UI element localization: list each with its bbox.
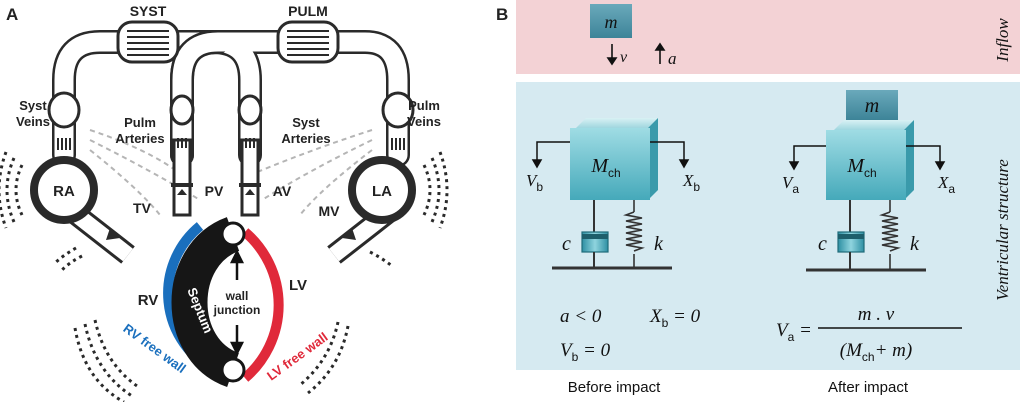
after-spring-k-label: k (910, 233, 920, 255)
syst-veins-label-1: Syst (19, 98, 47, 113)
rv-label: RV (138, 292, 159, 309)
syst-resistance (116, 20, 180, 64)
left-atrium (348, 156, 416, 224)
xb-label: Xb (682, 171, 700, 194)
vessel-tubes (52, 30, 410, 167)
pulm-arteries-label-1: Pulm (124, 115, 156, 130)
syst-label: SYST (130, 3, 167, 19)
after-m-label: m (865, 95, 879, 117)
wall-junction-label-2: junction (213, 303, 261, 317)
before-impact-caption: Before impact (568, 379, 661, 396)
pulm-label: PULM (288, 3, 328, 19)
syst-arteries-label-2: Arteries (281, 131, 330, 146)
before-spring (623, 200, 645, 268)
vessel-bulbs (47, 91, 415, 129)
after-mass-block: Mch (826, 120, 914, 200)
acceleration-symbol: a (668, 49, 677, 68)
inflow-label: Inflow (993, 18, 1012, 63)
eq-va-denominator: (Mch+ m) (840, 340, 912, 364)
before-mass-block: Mch (570, 118, 658, 200)
after-inflow-mass: m (846, 90, 898, 120)
pulm-arteries-label-2: Arteries (115, 131, 164, 146)
eq-va-lhs: Va = (776, 320, 812, 344)
eq-vb-zero: Vb = 0 (560, 340, 611, 364)
ra-label: RA (53, 183, 75, 200)
after-impact-caption: After impact (828, 379, 909, 396)
vein-hatches (57, 138, 405, 150)
inflow-velocity-arrow (606, 44, 618, 66)
xa-label: Xa (937, 173, 955, 196)
syst-arteries-label-1: Syst (292, 115, 320, 130)
after-axis-arrows (788, 145, 946, 171)
before-damper (581, 200, 609, 268)
before-spring-k-label: k (654, 233, 664, 255)
after-mch-label: Mch (846, 155, 876, 180)
right-atrium (30, 156, 98, 224)
inflow-acceleration-arrow (654, 42, 666, 64)
panel-a-letter: A (6, 5, 18, 24)
eq-va-numerator: m . ν (858, 304, 895, 325)
before-mch-label: Mch (590, 155, 620, 180)
vb-label: Vb (526, 171, 543, 194)
wall-junction-label-1: wall (225, 289, 249, 303)
av-label: AV (273, 183, 292, 199)
eq-a-less-zero: a < 0 (560, 306, 602, 327)
ventricular-structure-label: Ventricular structure (993, 159, 1012, 301)
lv-label: LV (289, 277, 307, 294)
panel-b-mass-spring-model: B Inflow Ventricular structure m ν a Mch (496, 0, 1020, 396)
atria-motion-arcs (0, 151, 449, 229)
syst-veins-label-2: Veins (16, 114, 50, 129)
after-spring (879, 200, 901, 270)
va-label: Va (782, 173, 799, 196)
before-axis-arrows (531, 141, 690, 169)
wall-junction-arrows (229, 249, 245, 356)
panel-a-heart-diagram: A SYST (0, 3, 449, 402)
la-label: LA (372, 183, 392, 200)
after-damper (837, 200, 865, 270)
inflow-mass-label: m (605, 12, 618, 32)
tv-label: TV (133, 200, 152, 216)
before-damper-c-label: c (562, 233, 571, 255)
pulm-resistance (276, 20, 340, 64)
mv-label: MV (319, 203, 341, 219)
ventricle-motion-arcs (52, 246, 393, 402)
inflow-mass: m (590, 4, 632, 38)
velocity-symbol: ν (620, 49, 628, 66)
pulm-veins-label-1: Pulm (408, 98, 440, 113)
panel-b-letter: B (496, 5, 508, 24)
pv-label: PV (205, 183, 224, 199)
eq-xb-zero: Xb = 0 (649, 306, 701, 330)
after-damper-c-label: c (818, 233, 827, 255)
ventricles (163, 217, 284, 388)
pulm-veins-label-2: Veins (407, 114, 441, 129)
valves (106, 183, 356, 240)
